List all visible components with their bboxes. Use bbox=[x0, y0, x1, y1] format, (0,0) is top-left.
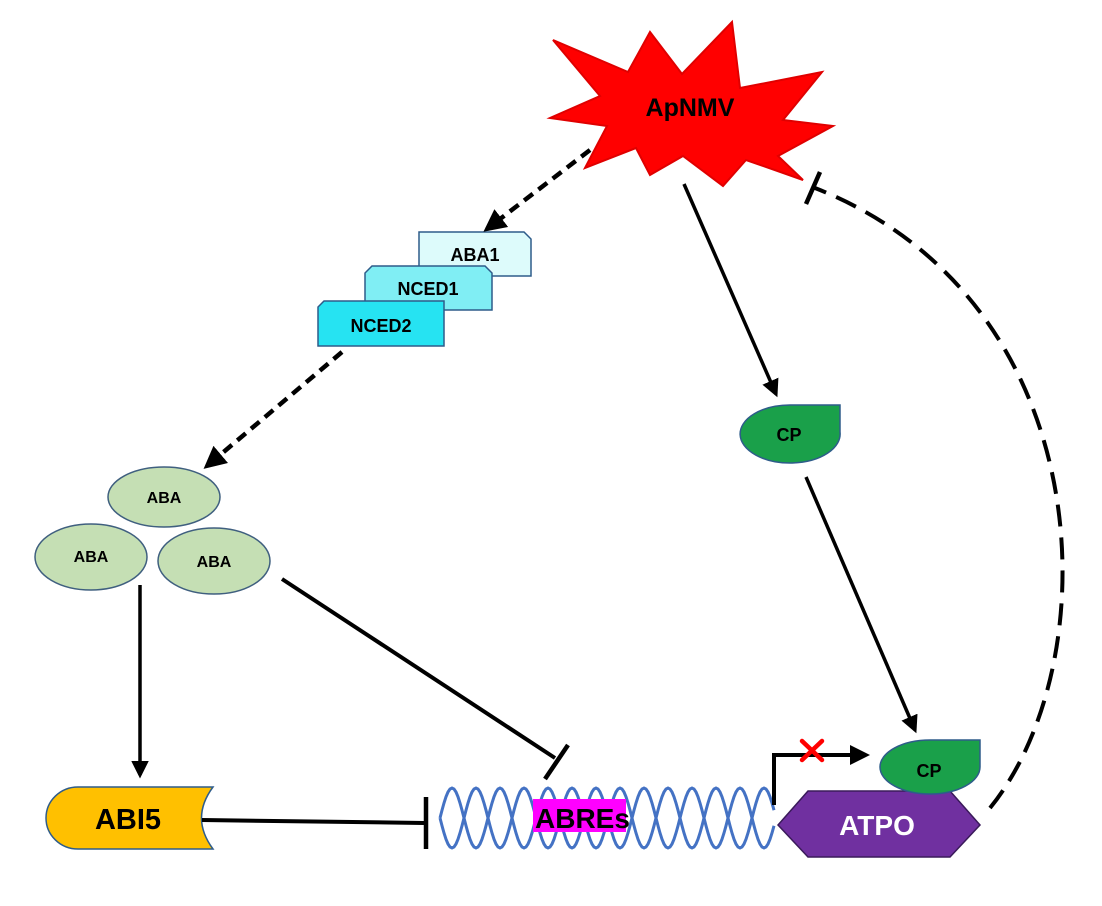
inhibit-aba-to-abres bbox=[280, 577, 570, 781]
aba-molecule-left-shape bbox=[34, 523, 148, 591]
coat-protein-shape bbox=[739, 404, 841, 464]
arrow-virus-to-coat-protein bbox=[682, 183, 779, 398]
abres-highlight bbox=[533, 799, 626, 832]
inhibit-atpo-to-virus-bar bbox=[803, 171, 823, 205]
aba-molecule-right: ABA bbox=[157, 527, 271, 595]
inhibit-atpo-to-virus bbox=[803, 171, 1065, 810]
transcription-start-arrow bbox=[772, 738, 870, 805]
aba-molecule-top: ABA bbox=[107, 466, 221, 528]
coat-protein-bound-label: CP bbox=[916, 761, 941, 781]
nced1-gene-label: NCED1 bbox=[397, 279, 458, 299]
nced1-gene-node: NCED1 bbox=[364, 265, 493, 311]
arrow-virus-to-genes bbox=[483, 148, 592, 232]
aba-molecule-left-label: ABA bbox=[74, 549, 109, 566]
abi5-label: ABI5 bbox=[95, 804, 161, 836]
aba-molecule-right-shape bbox=[157, 527, 271, 595]
transcription-start-path bbox=[772, 745, 870, 805]
aba-molecule-top-label: ABA bbox=[147, 490, 182, 507]
nced2-gene-node: NCED2 bbox=[317, 300, 445, 347]
blocked-x-stroke-2 bbox=[799, 738, 825, 763]
virus-label: ApNMV bbox=[646, 94, 735, 122]
coat-protein-node: CP bbox=[739, 404, 841, 464]
virus-burst-node: ApNMV bbox=[546, 19, 837, 188]
abi5-shape bbox=[45, 786, 215, 850]
abres-node: ABREs bbox=[533, 799, 630, 834]
nced2-gene-card bbox=[317, 300, 445, 347]
atpo-label: ATPO bbox=[839, 810, 915, 841]
nced1-gene-card bbox=[364, 265, 493, 311]
arrow-genes-to-aba bbox=[203, 350, 344, 469]
inhibit-atpo-to-virus-curve bbox=[814, 186, 1065, 810]
aba-molecule-right-label: ABA bbox=[197, 554, 232, 571]
nced2-gene-label: NCED2 bbox=[350, 316, 411, 336]
aba1-gene-label: ABA1 bbox=[450, 245, 499, 265]
atpo-node: ATPO bbox=[776, 790, 982, 858]
virus-burst-shape bbox=[546, 19, 837, 188]
aba-molecule-top-shape bbox=[107, 466, 221, 528]
coat-protein-label: CP bbox=[776, 425, 801, 445]
atpo-shape bbox=[776, 790, 982, 858]
inhibit-aba-to-abres-bar bbox=[543, 743, 570, 781]
coat-protein-bound-node: CP bbox=[879, 739, 981, 795]
inhibit-aba-to-abres-line bbox=[280, 577, 557, 760]
abi5-node: ABI5 bbox=[45, 786, 215, 850]
blocked-x-icon bbox=[799, 738, 825, 763]
arrow-coat-protein-to-atpo bbox=[804, 476, 918, 734]
inhibit-abi5-to-dna-line bbox=[201, 818, 425, 825]
abres-label: ABREs bbox=[535, 803, 630, 834]
aba-molecule-left: ABA bbox=[34, 523, 148, 591]
inhibit-abi5-to-dna bbox=[201, 797, 429, 849]
coat-protein-bound-shape bbox=[879, 739, 981, 795]
